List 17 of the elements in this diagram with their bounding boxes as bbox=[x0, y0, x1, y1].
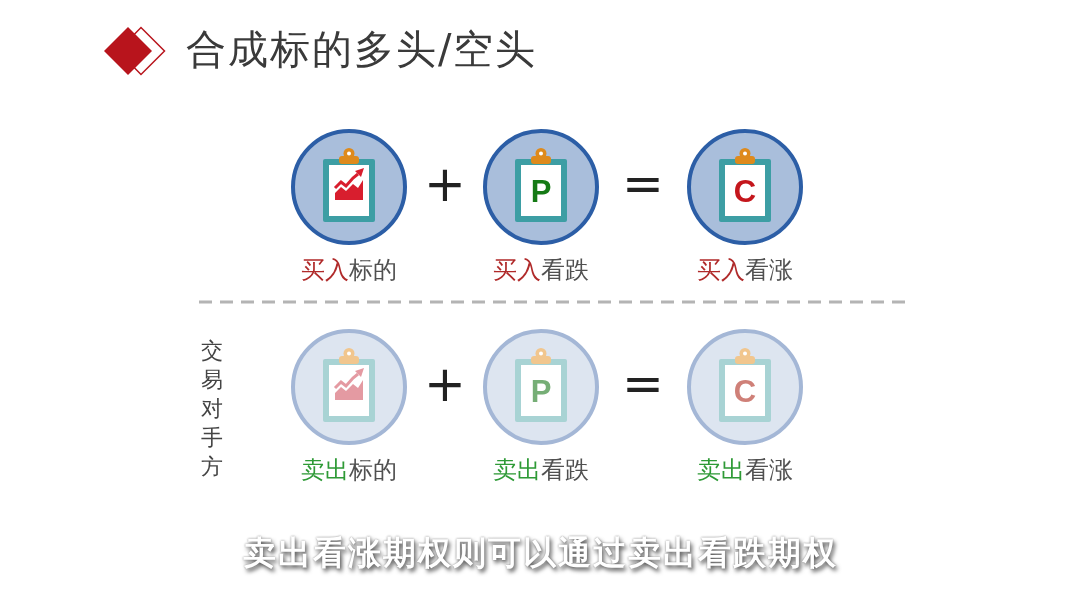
option-letter: P bbox=[530, 175, 552, 207]
option-letter: C bbox=[733, 175, 757, 207]
option-letter: P bbox=[530, 375, 552, 407]
side-label: 交易对手方 bbox=[200, 336, 224, 481]
plus-sign: + bbox=[424, 159, 466, 209]
equals-sign: = bbox=[622, 359, 664, 409]
option-label: 卖出标的 bbox=[301, 455, 397, 485]
option-letter: C bbox=[733, 375, 757, 407]
plus-sign: + bbox=[424, 359, 466, 409]
option-label: 买入看涨 bbox=[697, 255, 793, 285]
equals-sign: = bbox=[622, 159, 664, 209]
option-label: 卖出看涨 bbox=[697, 455, 793, 485]
option-label: 卖出看跌 bbox=[493, 455, 589, 485]
option-label: 买入看跌 bbox=[493, 255, 589, 285]
slide-title: 合成标的多头/空头 bbox=[186, 25, 538, 73]
subtitle: 卖出看涨期权则可以通过卖出看跌期权 bbox=[242, 533, 838, 573]
option-label: 买入标的 bbox=[301, 255, 397, 285]
